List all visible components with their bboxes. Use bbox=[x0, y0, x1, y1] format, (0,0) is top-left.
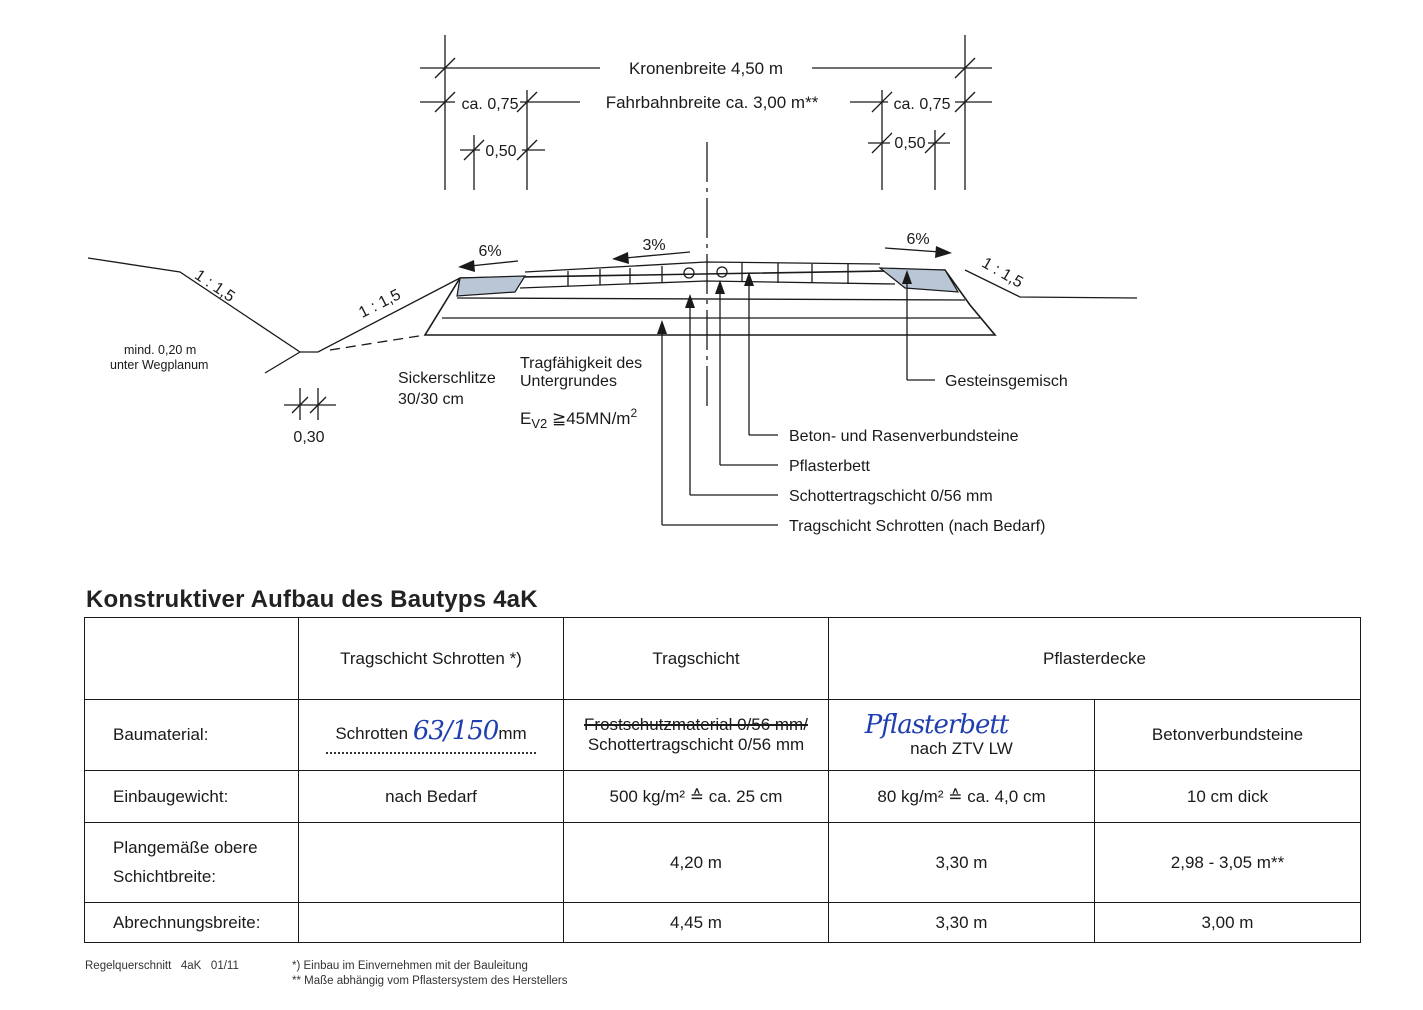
row-label-abrechnungsbreite: Abrechnungsbreite: bbox=[84, 902, 299, 943]
paving-stone-joints bbox=[567, 263, 849, 286]
ztv-text: nach ZTV LW bbox=[910, 738, 1013, 758]
handwritten-size: 63/150 bbox=[412, 716, 499, 746]
cross-section-diagram: Kronenbreite 4,50 m Fahrbahnbreite ca. 3… bbox=[87, 35, 1138, 535]
cell-plangemaesse-pflasterbett: 3,30 m bbox=[828, 822, 1095, 903]
w030-label: 0,30 bbox=[293, 429, 324, 446]
fahrbahnbreite-label: Fahrbahnbreite ca. 3,00 m** bbox=[606, 93, 819, 112]
terrain-and-road-body bbox=[87, 257, 1138, 374]
label-line2: Schichtbreite: bbox=[113, 866, 216, 886]
layer-beton-rasen: Beton- und Rasenverbundsteine bbox=[789, 428, 1019, 445]
cell-baumaterial-tragschicht: Frostschutzmaterial 0/56 mm/ Schottertra… bbox=[563, 699, 829, 771]
footer-reference: Regelquerschnitt 4aK 01/11 bbox=[85, 960, 239, 972]
dotted-fill-line bbox=[326, 752, 536, 754]
slope-ratio-far-left: 1 : 1,5 bbox=[191, 267, 237, 306]
layer-labels: Gesteinsgemisch Beton- und Rasenverbunds… bbox=[789, 373, 1068, 535]
table-row-abrechnungsbreite: Abrechnungsbreite: 4,45 m 3,30 m 3,00 m bbox=[84, 902, 1361, 943]
cell-baumaterial-betonverbund: Betonverbundsteine bbox=[1094, 699, 1361, 771]
schrotten-prefix: Schrotten bbox=[335, 724, 413, 743]
dimension-labels: Kronenbreite 4,50 m Fahrbahnbreite ca. 3… bbox=[293, 59, 950, 446]
kronenbreite-label: Kronenbreite 4,50 m bbox=[629, 59, 783, 78]
table-header-row: Tragschicht Schrotten *) Tragschicht Pfl… bbox=[84, 617, 1361, 700]
layer-leaders bbox=[657, 270, 935, 526]
cell-baumaterial-schrotten: Schrotten 63/150mm bbox=[298, 699, 564, 771]
footer-note-1: *) Einbau im Einvernehmen mit der Baulei… bbox=[292, 960, 528, 972]
mind-note-line1: mind. 0,20 m bbox=[124, 343, 196, 357]
tragfaehigkeit-line1: Tragfähigkeit des bbox=[520, 355, 642, 372]
layer-gesteinsgemisch: Gesteinsgemisch bbox=[945, 373, 1068, 390]
row-label-einbaugewicht: Einbaugewicht: bbox=[84, 770, 299, 823]
header-pflasterdecke: Pflasterdecke bbox=[828, 617, 1361, 700]
construction-table: Tragschicht Schrotten *) Tragschicht Pfl… bbox=[84, 617, 1361, 943]
slope-ratio-right: 1 : 1,5 bbox=[979, 255, 1026, 292]
ca075-right-label: ca. 0,75 bbox=[894, 96, 951, 113]
w050-left-label: 0,50 bbox=[485, 143, 516, 160]
slope-right-percent: 6% bbox=[906, 231, 929, 248]
cell-plangemaesse-tragschicht: 4,20 m bbox=[563, 822, 829, 903]
slope-left-percent: 6% bbox=[478, 243, 501, 260]
cell-einbaugewicht-schrotten: nach Bedarf bbox=[298, 770, 564, 823]
sicker-note-line1: Sickerschlitze bbox=[398, 370, 496, 387]
section-title: Konstruktiver Aufbau des Bautyps 4aK bbox=[86, 586, 538, 613]
cell-plangemaesse-betonverbund: 2,98 - 3,05 m** bbox=[1094, 822, 1361, 903]
table-row-plangemaesse: Plangemäße obere Schichtbreite: 4,20 m 3… bbox=[84, 822, 1361, 903]
footer-note-2: ** Maße abhängig vom Pflastersystem des … bbox=[292, 975, 568, 987]
sicker-note-line2: 30/30 cm bbox=[398, 391, 464, 408]
schrotten-suffix: mm bbox=[498, 724, 527, 743]
cell-baumaterial-pflasterbett: Pflasterbett nach ZTV LW bbox=[828, 699, 1095, 771]
cell-einbaugewicht-betonverbund: 10 cm dick bbox=[1094, 770, 1361, 823]
schottertragschicht-text: Schottertragschicht 0/56 mm bbox=[587, 735, 805, 754]
cell-abrechnung-betonverbund: 3,00 m bbox=[1094, 902, 1361, 943]
row-label-baumaterial: Baumaterial: bbox=[84, 699, 299, 771]
dimension-lines bbox=[284, 35, 992, 420]
layer-tragschicht-schrotten: Tragschicht Schrotten (nach Bedarf) bbox=[789, 518, 1045, 535]
table-row-einbaugewicht: Einbaugewicht: nach Bedarf 500 kg/m² ≙ c… bbox=[84, 770, 1361, 823]
ev2-value: EV2 ≧45MN/m2 bbox=[520, 406, 637, 431]
layer-schottertragschicht: Schottertragschicht 0/56 mm bbox=[789, 488, 993, 505]
slope-arrows bbox=[458, 246, 952, 272]
diagram-notes: mind. 0,20 m unter Wegplanum Sickerschli… bbox=[110, 343, 642, 431]
header-empty-cell bbox=[84, 617, 299, 700]
cell-plangemaesse-schrotten bbox=[298, 822, 564, 903]
ca075-left-label: ca. 0,75 bbox=[462, 96, 519, 113]
handwritten-pflasterbett: Pflasterbett bbox=[864, 710, 1009, 741]
table-row-baumaterial: Baumaterial: Schrotten 63/150mm Frostsch… bbox=[84, 699, 1361, 771]
header-tragschicht: Tragschicht bbox=[563, 617, 829, 700]
struck-text: Frostschutzmaterial 0/56 mm/ bbox=[584, 715, 808, 734]
layer-pflasterbett: Pflasterbett bbox=[789, 458, 870, 475]
label-line1: Plangemäße obere bbox=[113, 838, 258, 858]
w050-right-label: 0,50 bbox=[894, 135, 925, 152]
cell-abrechnung-pflasterbett: 3,30 m bbox=[828, 902, 1095, 943]
row-label-plangemaesse: Plangemäße obere Schichtbreite: bbox=[84, 822, 299, 903]
cell-einbaugewicht-pflasterbett: 80 kg/m² ≙ ca. 4,0 cm bbox=[828, 770, 1095, 823]
mind-note-line2: unter Wegplanum bbox=[110, 358, 208, 372]
slope-center-percent: 3% bbox=[642, 237, 665, 254]
header-tragschicht-schrotten: Tragschicht Schrotten *) bbox=[298, 617, 564, 700]
cell-abrechnung-schrotten bbox=[298, 902, 564, 943]
slope-ratio-left: 1 : 1,5 bbox=[356, 286, 403, 321]
cell-einbaugewicht-tragschicht: 500 kg/m² ≙ ca. 25 cm bbox=[563, 770, 829, 823]
tragfaehigkeit-line2: Untergrundes bbox=[520, 373, 617, 390]
cell-abrechnung-tragschicht: 4,45 m bbox=[563, 902, 829, 943]
